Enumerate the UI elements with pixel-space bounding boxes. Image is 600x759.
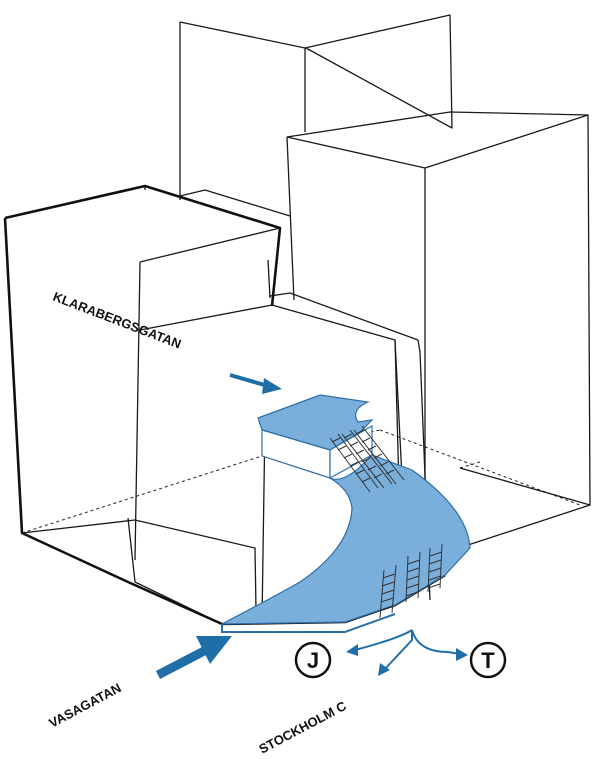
commuter-rail-symbol: J: [294, 641, 332, 679]
concourse-walkway: [221, 394, 471, 633]
lower-escalators: [379, 543, 443, 619]
commuter-rail-letter: J: [307, 648, 319, 673]
walkway-curve: [221, 454, 471, 625]
klarabergsgatan-label: KLARABERGSGATAN: [51, 289, 183, 352]
right-building: [286, 111, 591, 536]
escalator-icon: [427, 543, 443, 593]
upper-escalators: [329, 425, 405, 493]
arrow-to-metro: [411, 629, 461, 655]
stockholm-c-label: STOCKHOLM C: [256, 698, 349, 757]
escalator-icon: [329, 433, 379, 493]
escalator-icon: [353, 425, 405, 485]
arrow-to-stockholm-c: [383, 630, 413, 671]
vasagatan-entrance-arrow: [155, 636, 232, 679]
escalator-icon: [405, 551, 421, 603]
walkway-edge: [221, 613, 396, 633]
connector-block: [179, 189, 419, 341]
direction-arrows: [346, 629, 468, 676]
rear-tower: [179, 14, 453, 200]
klarabergsgatan-entrance-arrow: [229, 373, 282, 394]
escalator-icon: [379, 564, 397, 619]
escalator-icon: [341, 429, 393, 489]
vasagatan-label: VASAGATAN: [46, 680, 123, 731]
metro-symbol: T: [469, 641, 507, 679]
arrow-to-commuter-rail: [354, 629, 413, 651]
left-building: [3, 184, 282, 584]
metro-letter: T: [481, 648, 495, 673]
